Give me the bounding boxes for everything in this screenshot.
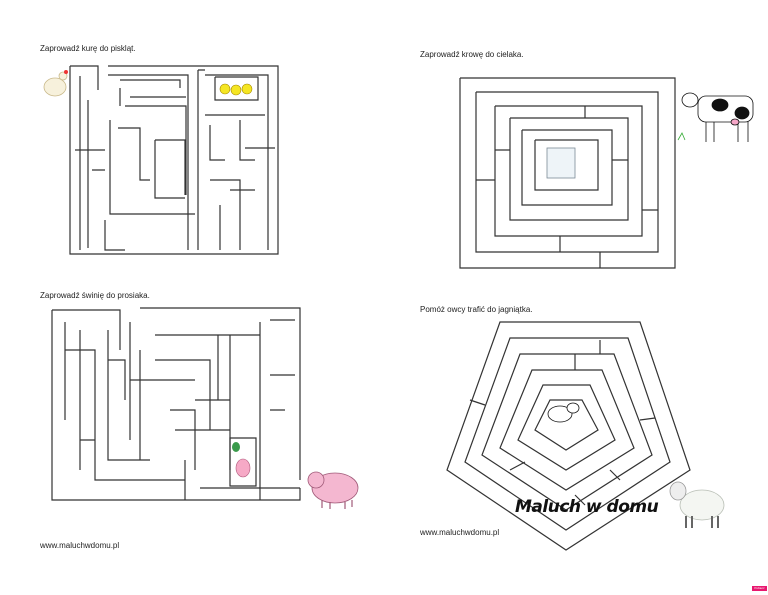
calf-icon	[546, 147, 576, 179]
maze-chicken-chicks	[69, 65, 279, 255]
footer-url-left[interactable]: www.maluchwdomu.pl	[40, 541, 120, 550]
maze-4-instruction: Pomóż owcy trafić do jagniątka.	[420, 305, 533, 314]
maze-3-instruction: Zaprowadź świnię do prosiaka.	[40, 291, 150, 300]
maze-cow-calf	[459, 77, 676, 269]
pig-icon	[307, 471, 359, 509]
chicks-icon	[219, 83, 253, 96]
maze-1-instruction: Zaprowadź kurę do piskląt.	[40, 44, 136, 53]
lamb-icon	[547, 402, 580, 423]
cow-icon	[677, 92, 754, 142]
maluch-w-domu-logo: Maluch w domu	[515, 497, 659, 517]
sheep-icon	[669, 481, 725, 528]
footer-url-right[interactable]: www.maluchwdomu.pl	[420, 528, 500, 537]
download-badge[interactable]: Pobierz	[752, 586, 767, 591]
piglet-icon	[232, 442, 251, 478]
maze-sheep-lamb	[446, 321, 691, 551]
maze-pig-piglet	[51, 307, 301, 501]
hen-icon	[43, 70, 68, 97]
maze-2-instruction: Zaprowadź krowę do cielaka.	[420, 50, 524, 59]
